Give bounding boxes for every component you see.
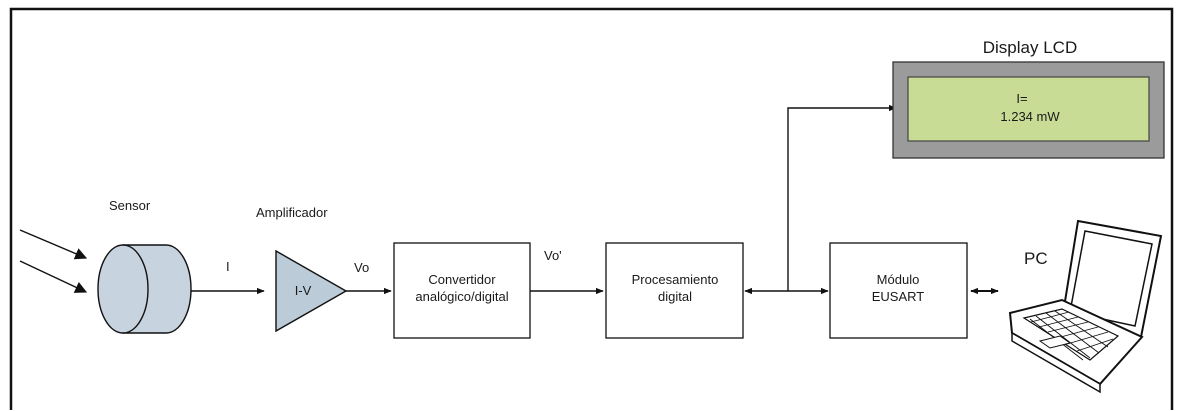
signal-vo2-label: Vo' xyxy=(544,248,562,263)
amplifier-triangle xyxy=(275,249,348,333)
eusart-block xyxy=(829,242,968,339)
lcd-screen xyxy=(907,76,1150,142)
sensor-label: Sensor xyxy=(109,198,151,213)
adc-label-line1: Convertidor xyxy=(428,272,496,287)
amplifier-label: Amplificador xyxy=(256,205,328,220)
eusart-label-line2: EUSART xyxy=(872,289,925,304)
laptop-icon xyxy=(1008,219,1163,394)
diagram-frame xyxy=(9,7,1174,410)
lcd-line2: 1.234 mW xyxy=(1000,109,1060,124)
pc-label: PC xyxy=(1024,249,1048,268)
light-rays xyxy=(19,229,88,293)
wire-proc-lcd xyxy=(787,104,897,291)
sensor xyxy=(97,244,192,334)
processing-block xyxy=(605,242,744,339)
display-title: Display LCD xyxy=(983,38,1077,57)
signal-vo-label: Vo xyxy=(354,260,369,275)
adc-label-line2: analógico/digital xyxy=(415,289,508,304)
eusart-label-line1: Módulo xyxy=(877,272,920,287)
adc-block xyxy=(393,242,531,339)
processing-label-line1: Procesamiento xyxy=(632,272,719,287)
signal-i-label: I xyxy=(226,259,230,274)
processing-label-line2: digital xyxy=(658,289,692,304)
lcd-line1: I= xyxy=(1016,91,1027,106)
amplifier-inner-label: I-V xyxy=(295,283,312,298)
